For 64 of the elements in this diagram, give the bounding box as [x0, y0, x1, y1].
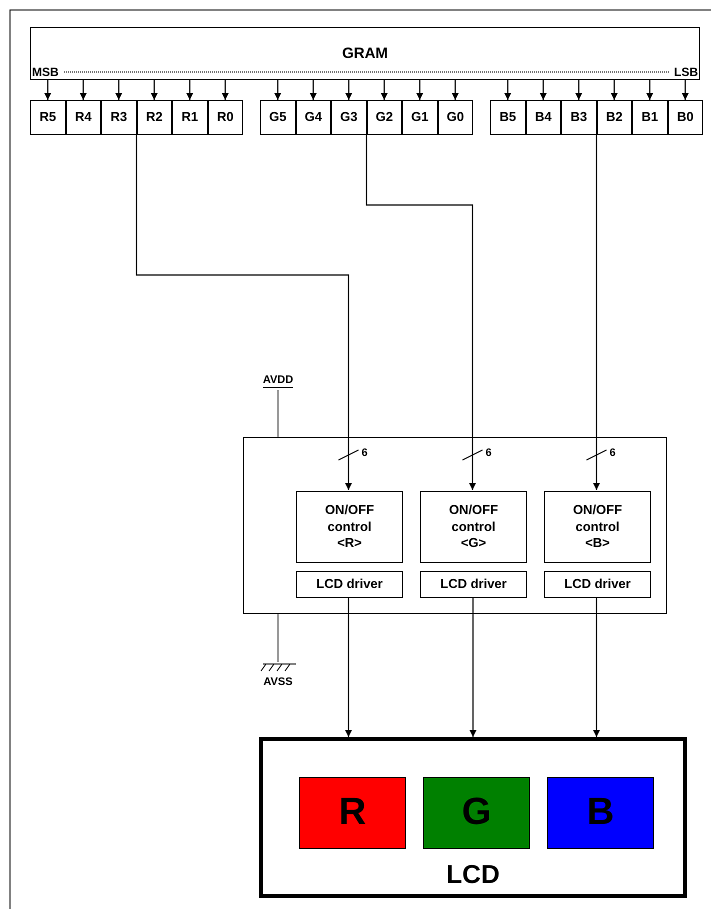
- arrow: [274, 80, 282, 100]
- arrow: [345, 597, 352, 737]
- edge-label: 6: [486, 447, 492, 459]
- bit-box: R1: [172, 100, 208, 135]
- arrow: [80, 80, 87, 100]
- control-box: ON/OFF control <G>: [420, 491, 527, 563]
- pixel-box: B: [547, 777, 654, 849]
- arrow: [575, 80, 582, 100]
- driver-box: LCD driver: [296, 571, 403, 598]
- pixel-box: R: [299, 777, 406, 849]
- bit-box: G5: [260, 100, 296, 135]
- memory-block: [30, 27, 700, 80]
- bit-box: B1: [632, 100, 668, 135]
- bit-box: G1: [402, 100, 438, 135]
- arrow: [380, 80, 388, 100]
- bit-box: B3: [561, 100, 596, 135]
- arrow: [150, 80, 158, 100]
- bit-order-label: LSB: [674, 65, 698, 79]
- arrow: [610, 80, 618, 100]
- bit-box: G0: [438, 100, 473, 135]
- arrow: [682, 80, 689, 100]
- arrow: [646, 80, 654, 100]
- arrow: [222, 80, 229, 100]
- bit-box: G3: [331, 100, 366, 135]
- arrow: [540, 80, 547, 100]
- bit-box: R5: [30, 100, 66, 135]
- connector-line: [277, 390, 279, 437]
- bit-box: B2: [596, 100, 632, 135]
- block-title: GRAM: [341, 45, 389, 62]
- edge-label: 6: [610, 447, 616, 459]
- bit-box: R2: [136, 100, 172, 135]
- arrow: [452, 80, 459, 100]
- arrow: [115, 80, 122, 100]
- power-label: AVDD: [262, 374, 294, 388]
- control-box: ON/OFF control <B>: [544, 491, 651, 563]
- lcd-panel: LCD R G B: [259, 737, 687, 898]
- arrow: [593, 135, 600, 490]
- bit-box: B4: [526, 100, 561, 135]
- bit-box: G4: [296, 100, 331, 135]
- arrow: [345, 80, 352, 100]
- bit-box: G2: [366, 100, 402, 135]
- arrow: [44, 80, 52, 100]
- arrow: [310, 80, 317, 100]
- arrow: [593, 597, 600, 737]
- connector-line: [277, 614, 279, 662]
- edge-label: 6: [362, 447, 368, 459]
- bit-box: R3: [101, 100, 136, 135]
- arrow: [416, 80, 424, 100]
- arrow: [366, 135, 476, 490]
- power-label: AVSS: [262, 676, 294, 688]
- driver-box: LCD driver: [544, 571, 651, 598]
- driver-block: [243, 437, 667, 614]
- pixel-box: G: [423, 777, 530, 849]
- bit-box: B0: [668, 100, 703, 135]
- arrow: [136, 135, 352, 490]
- bit-box: B5: [490, 100, 526, 135]
- bit-order-label: MSB: [32, 65, 59, 79]
- driver-box: LCD driver: [420, 571, 527, 598]
- arrow: [470, 597, 476, 737]
- arrow: [186, 80, 194, 100]
- bit-box: R0: [208, 100, 243, 135]
- bit-box: R4: [66, 100, 101, 135]
- arrow: [504, 80, 512, 100]
- control-box: ON/OFF control <R>: [296, 491, 403, 563]
